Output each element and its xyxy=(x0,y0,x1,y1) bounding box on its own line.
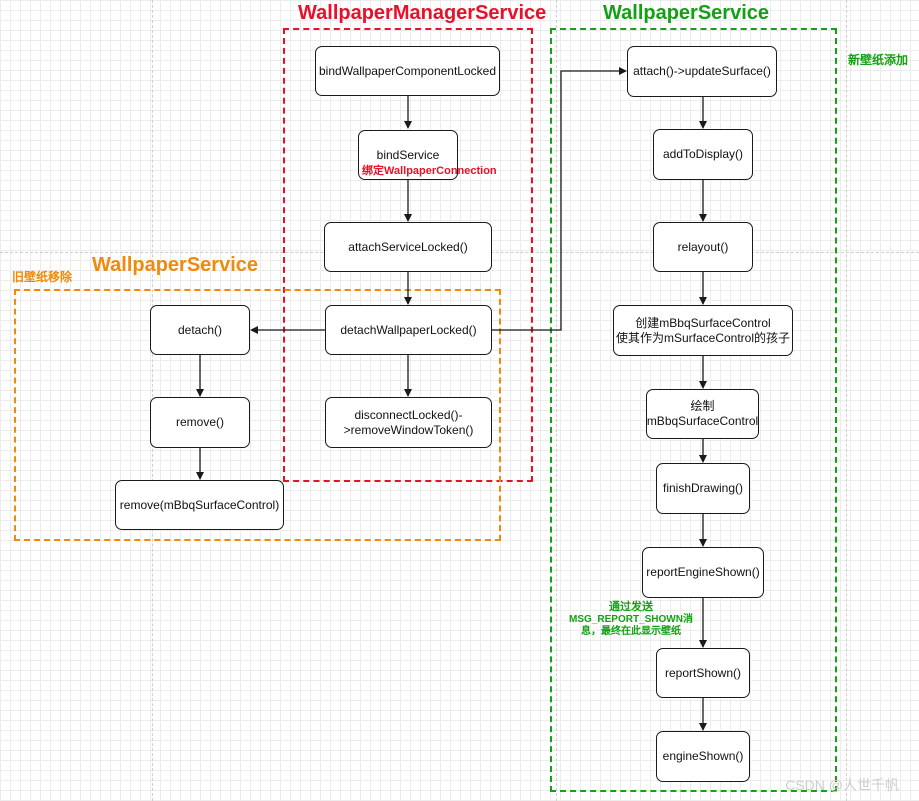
node-add-to-display[interactable]: addToDisplay() xyxy=(653,129,753,180)
node-finish-drawing[interactable]: finishDrawing() xyxy=(656,463,750,514)
node-label: detach() xyxy=(177,322,223,337)
region-wallpaper-service-new xyxy=(550,28,837,792)
wallpaper-service-old-title: WallpaperService xyxy=(92,254,259,276)
edge-detachwallpaper-attachupdate xyxy=(492,67,627,331)
node-label: reportShown() xyxy=(664,665,742,680)
node-disconnect-locked[interactable]: disconnectLocked()- >removeWindowToken() xyxy=(325,397,492,448)
node-label-line1: 创建mBbqSurfaceControl xyxy=(635,315,771,330)
node-remove-bbq-surface-control[interactable]: remove(mBbqSurfaceControl) xyxy=(115,480,284,530)
annotation-line2: MSG_REPORT_SHOWN消 xyxy=(569,614,693,625)
node-bind-service[interactable]: bindService xyxy=(358,130,458,180)
old-wallpaper-remove-note: 旧壁纸移除 xyxy=(12,270,73,284)
node-label: finishDrawing() xyxy=(662,481,744,495)
node-label-line1: 绘制 xyxy=(690,399,715,413)
node-label: addToDisplay() xyxy=(662,147,744,161)
node-relayout[interactable]: relayout() xyxy=(653,222,753,272)
node-report-engine-shown[interactable]: reportEngineShown() xyxy=(642,547,764,598)
region-wallpaper-service-old xyxy=(14,289,501,541)
node-label: attachServiceLocked() xyxy=(348,239,468,254)
node-detach[interactable]: detach() xyxy=(150,305,250,355)
annotation-line1: 通过发送 xyxy=(609,601,653,613)
node-engine-shown[interactable]: engineShown() xyxy=(656,731,750,782)
bind-service-connection-note: 绑定WallpaperConnection xyxy=(362,165,497,177)
new-wallpaper-add-note: 新壁纸添加 xyxy=(848,53,909,67)
guide-line-vertical-mid xyxy=(556,0,557,801)
node-label: detachWallpaperLocked() xyxy=(340,322,477,337)
node-create-bbq-surface-control[interactable]: 创建mBbqSurfaceControl 使其作为mSurfaceControl… xyxy=(613,305,793,356)
node-attach-service-locked[interactable]: attachServiceLocked() xyxy=(324,222,492,272)
node-label-line2: 使其作为mSurfaceControl的孩子 xyxy=(615,330,791,345)
node-remove[interactable]: remove() xyxy=(150,397,250,448)
node-label: bindService xyxy=(376,147,440,162)
node-label: reportEngineShown() xyxy=(646,565,760,579)
msg-report-shown-annotation: 通过发送 MSG_REPORT_SHOWN消 息，最终在此显示壁纸 xyxy=(566,600,696,638)
wallpaper-service-new-title: WallpaperService xyxy=(603,2,770,24)
node-report-shown[interactable]: reportShown() xyxy=(656,648,750,698)
node-label-line2: mBbqSurfaceControl xyxy=(646,414,759,428)
node-attach-update-surface[interactable]: attach()->updateSurface() xyxy=(627,46,777,97)
node-label-line1: disconnectLocked()- xyxy=(354,407,463,422)
node-label-line2: >removeWindowToken() xyxy=(343,422,474,437)
node-bind-wallpaper-component-locked[interactable]: bindWallpaperComponentLocked xyxy=(315,46,500,96)
node-label: engineShown() xyxy=(662,749,744,763)
node-label: relayout() xyxy=(677,239,729,254)
guide-line-vertical-right xyxy=(846,0,847,801)
node-label: remove() xyxy=(175,415,224,429)
node-detach-wallpaper-locked[interactable]: detachWallpaperLocked() xyxy=(325,305,492,355)
watermark: CSDN @人世千帆 xyxy=(785,777,899,793)
region-wallpaper-manager-service xyxy=(283,28,533,482)
annotation-line3: 息，最终在此显示壁纸 xyxy=(581,626,681,637)
node-label: attach()->updateSurface() xyxy=(633,64,771,78)
node-label: remove(mBbqSurfaceControl) xyxy=(119,497,280,512)
node-draw-bbq-surface-control[interactable]: 绘制 mBbqSurfaceControl xyxy=(646,389,759,439)
manager-service-title: WallpaperManagerService xyxy=(298,2,547,24)
node-label: bindWallpaperComponentLocked xyxy=(319,63,496,78)
